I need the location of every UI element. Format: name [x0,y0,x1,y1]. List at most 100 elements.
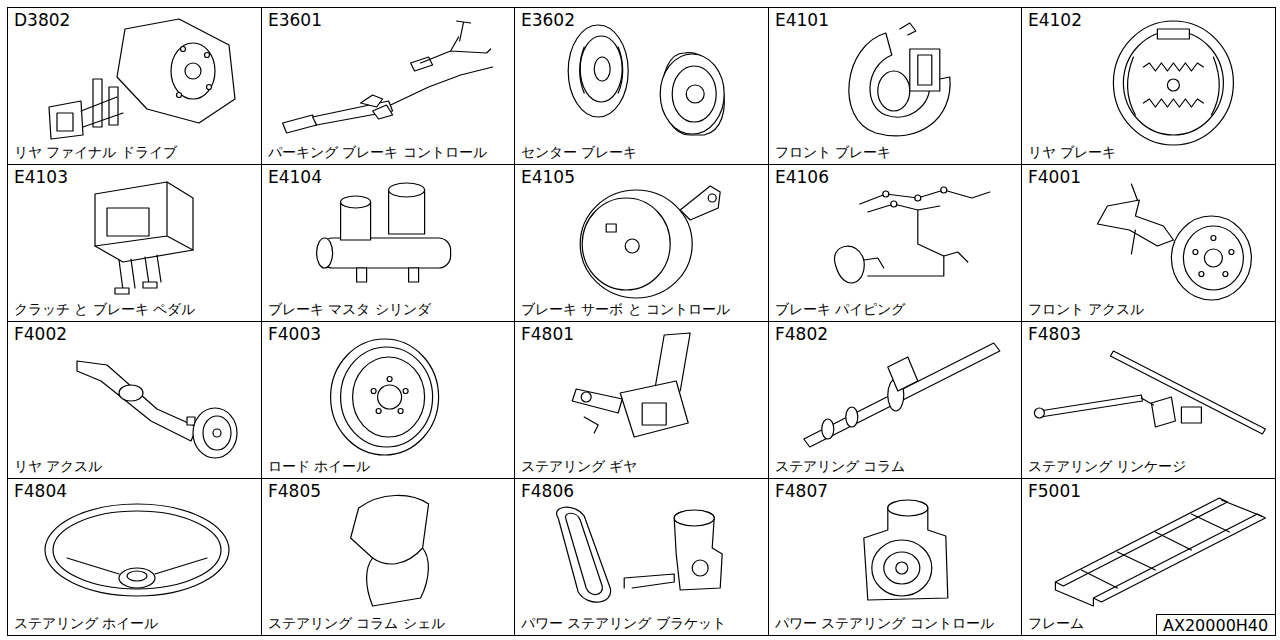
pump-bracket-illustration-part [692,560,708,576]
steering-linkage-illustration-part [1110,351,1265,434]
master-cylinder-illustration-part [357,268,367,282]
steering-gear-illustration [572,333,690,437]
part-code: F4807 [775,481,828,501]
part-code: E4106 [775,167,829,187]
brake-piping-illustration-part [944,252,968,262]
road-wheel-illustration-part [387,377,392,382]
pump-illustration [864,500,948,600]
part-name: クラッチ と ブレーキ ペダル [14,300,195,318]
pedal-illustration [95,182,193,294]
road-wheel-illustration [331,339,439,455]
part-name: リヤ アクスル [14,457,102,475]
final-drive-illustration-part [177,93,182,98]
rear-axle-illustration-part [77,361,197,441]
steering-gear-illustration-part [584,417,598,433]
part-code: E4101 [775,10,829,30]
part-code: F4003 [268,324,321,344]
brake-servo-illustration-part [606,224,616,232]
pedal-illustration-part [95,182,193,250]
catalog-cell: F4801ステアリング ギヤ [514,321,769,479]
part-name: ブレーキ サーボ と コントロール [521,300,730,318]
brake-piping-illustration-part [834,246,864,283]
front-axle-illustration-part [1183,226,1243,290]
part-name: ステアリング コラム シェル [268,614,445,632]
front-brake-illustration-part [900,23,916,35]
pedal-illustration-part [107,208,149,236]
brake-piping-illustration-part [860,190,990,204]
brake-piping-illustration-part [891,201,897,207]
steering-gear-illustration-part [642,403,666,425]
front-axle-illustration-part [1204,249,1222,267]
steering-gear-illustration-part [581,392,591,402]
steering-column-illustration-part [804,343,1000,447]
part-name: ロード ホイール [268,457,370,475]
parking-brake-illustration-part [421,37,491,63]
part-code: E4102 [1028,10,1082,30]
master-cylinder-illustration-part [409,268,419,282]
master-cylinder-illustration [317,183,451,282]
final-drive-illustration-part [57,113,73,131]
parking-brake-illustration-part [313,101,393,125]
brake-servo-illustration-part [580,190,692,298]
catalog-cell: F4802ステアリング コラム [768,321,1022,479]
frame-illustration-part [1055,582,1093,606]
pump-bracket-illustration-part [674,511,722,591]
rear-brake-illustration-part [1113,21,1233,145]
brake-servo-illustration-part [680,186,720,220]
parking-brake-illustration-part [457,21,471,41]
final-drive-illustration-part [171,43,215,99]
final-drive-illustration-part [81,97,123,127]
pump-bracket-illustration [557,507,723,602]
pedal-illustration-part [115,288,129,294]
pump-illustration-part [888,500,928,516]
column-shell-illustration [351,495,429,606]
catalog-cell: E4102リヤ ブレーキ [1021,7,1276,165]
part-name: フレーム [1028,614,1084,632]
front-axle-illustration-part [1131,184,1137,254]
steering-column-illustration-part [888,357,918,391]
catalog-cell: D3802リヤ ファイナル ドライブ [7,7,262,165]
road-wheel-illustration-part [398,409,403,414]
road-wheel-illustration-part [341,347,433,447]
part-name: パワー ステアリング ブラケット [521,614,726,632]
part-code: E4104 [268,167,322,187]
steering-linkage-illustration-part [1141,398,1153,405]
pump-illustration-part [872,540,932,596]
final-drive-illustration [49,19,235,139]
brake-piping-illustration-part [883,191,889,197]
final-drive-illustration-part [117,19,235,123]
rear-axle-illustration-part [213,429,221,437]
pump-illustration-part [884,552,920,584]
brake-piping-illustration-part [868,204,940,212]
center-brake-illustration-part [580,47,623,93]
rear-axle-illustration-part [193,408,237,458]
center-brake-illustration-part [594,57,610,81]
steering-wheel-illustration-part [53,511,221,589]
road-wheel-illustration-part [376,409,381,414]
road-wheel-illustration-part [378,385,402,409]
front-brake-illustration [849,23,950,136]
drawing-number-plate: AX20000H40 [1156,614,1276,636]
part-code: F4803 [1028,324,1081,344]
pump-bracket-illustration-part [674,510,714,526]
catalog-cell: F5001 フレーム [1021,478,1276,636]
front-axle-illustration-part [1229,250,1234,255]
part-code: F5001 [1028,481,1081,501]
parking-brake-illustration-part [283,115,317,133]
final-drive-illustration-part [181,47,186,52]
rear-brake-illustration-part [1157,29,1189,39]
part-name: ステアリング コラム [775,457,905,475]
part-name: パワー ステアリング コントロール [775,614,994,632]
part-code: E3602 [521,10,575,30]
catalog-cell: E4105ブレーキ サーボ と コントロール [514,164,769,322]
steering-linkage-illustration-part [1039,395,1142,417]
part-code: F4806 [521,481,574,501]
brake-servo-illustration-part [708,194,716,202]
road-wheel-illustration-part [331,339,439,455]
steering-wheel-illustration-part [127,571,147,581]
steering-linkage-illustration [1034,351,1265,434]
rear-brake-illustration-part [1143,99,1203,107]
drawing-number: AX20000H40 [1163,616,1268,635]
part-code: F4805 [268,481,321,501]
